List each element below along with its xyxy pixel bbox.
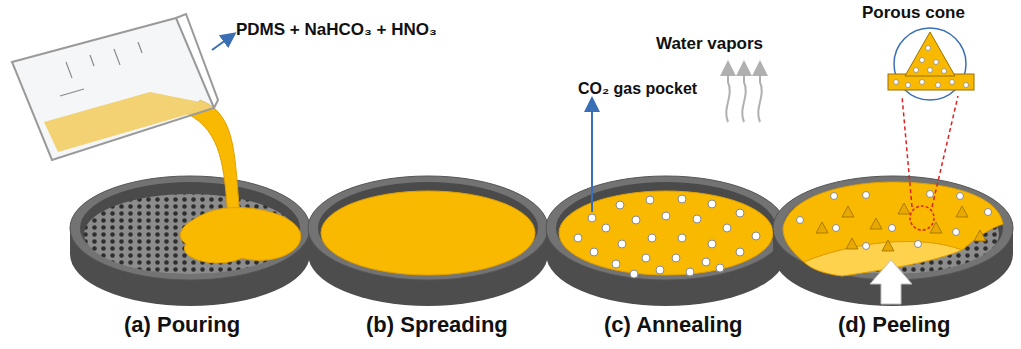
inset-label: Porous cone bbox=[862, 3, 965, 23]
petri-dish-c bbox=[546, 176, 786, 306]
step-caption: (b) Spreading bbox=[366, 312, 508, 337]
leader-arrow bbox=[212, 37, 230, 50]
gas-pockets bbox=[574, 195, 760, 278]
leader-arrow bbox=[591, 104, 593, 212]
step-caption: (c) Annealing bbox=[604, 312, 743, 337]
gas-pocket-label: CO₂ gas pocket bbox=[578, 80, 697, 98]
petri-dish-d bbox=[773, 96, 1013, 306]
petri-dish-b bbox=[308, 176, 548, 306]
zoom-inset bbox=[888, 28, 974, 100]
peel-arrow bbox=[870, 260, 912, 304]
step-caption: (d) Peeling bbox=[838, 312, 950, 337]
vapor-label: Water vapors bbox=[656, 34, 763, 54]
porous-cones bbox=[816, 203, 986, 251]
step-caption: (a) Pouring bbox=[124, 312, 240, 337]
vapor-arrows bbox=[726, 68, 761, 122]
beaker bbox=[12, 14, 301, 263]
zoom-leader bbox=[932, 96, 958, 207]
zoom-spot bbox=[910, 206, 934, 230]
petri-dish-a bbox=[70, 176, 310, 306]
poured-puddle bbox=[180, 208, 300, 263]
peeled-sheet bbox=[783, 182, 1003, 262]
zoom-leader bbox=[902, 96, 912, 207]
material-label: PDMS + NaHCO₃ + HNO₃ bbox=[236, 20, 437, 40]
